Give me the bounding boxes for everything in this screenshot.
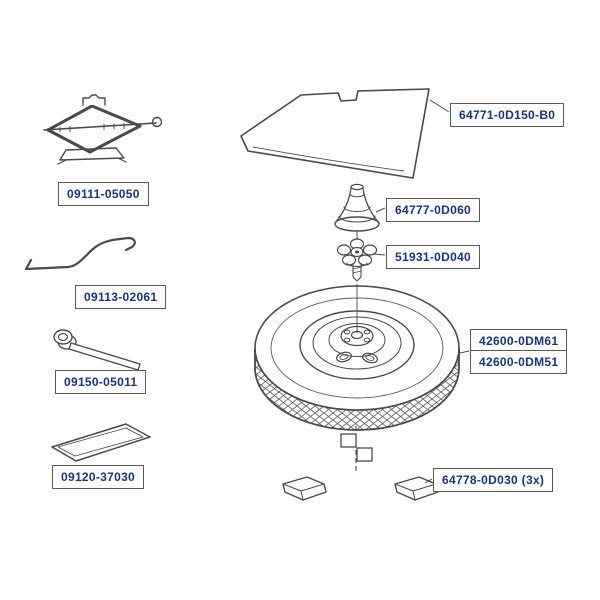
wing-bolt-drawing [336, 230, 378, 282]
part-label-jack-handle[interactable]: 09113-02061 [75, 285, 167, 309]
wheel-chocks-drawing [282, 476, 439, 501]
jack-handle-rod-drawing [24, 236, 136, 271]
lug-wrench-drawing [53, 329, 141, 371]
tool-bag-drawing [51, 423, 151, 462]
retainer-clips-drawing [340, 433, 373, 462]
part-label-lug-wrench[interactable]: 09150-05011 [55, 370, 147, 394]
spare-wheel-drawing [254, 284, 460, 431]
scissor-jack-drawing [43, 94, 163, 165]
part-label-spare-wheel-a[interactable]: 42600-0DM61 [470, 329, 568, 353]
part-label-trunk-mat[interactable]: 64771-0D150-B0 [450, 103, 565, 127]
part-label-tool-bag[interactable]: 09120-37030 [52, 465, 145, 489]
trunk-mat-drawing [240, 88, 430, 179]
spacer-cone-drawing [334, 183, 380, 232]
part-label-spacer-cone[interactable]: 64777-0D060 [386, 198, 481, 222]
leader-lines [373, 99, 470, 484]
part-label-scissor-jack[interactable]: 09111-05050 [58, 182, 149, 206]
part-label-spare-wheel-b[interactable]: 42600-0DM51 [470, 350, 568, 374]
part-label-chock-set[interactable]: 64778-0D030 (3x) [433, 468, 554, 492]
part-label-wing-bolt[interactable]: 51931-0D040 [386, 245, 481, 269]
